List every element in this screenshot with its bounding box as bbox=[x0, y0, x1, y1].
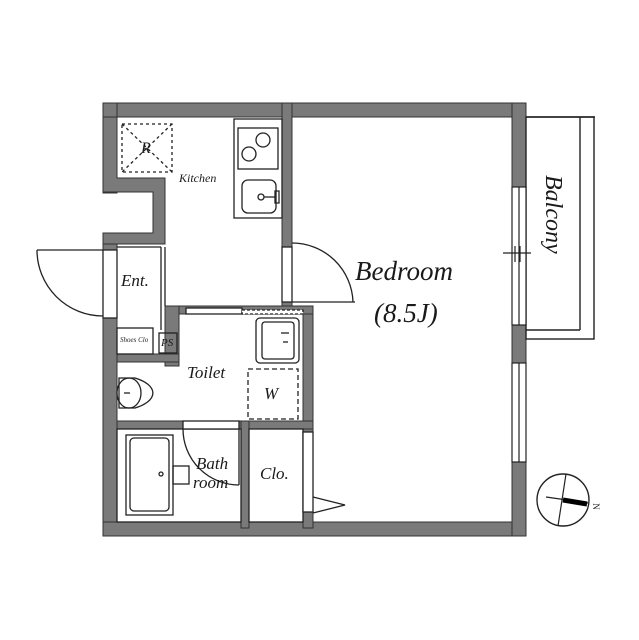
label-entrance: Ent. bbox=[121, 271, 149, 290]
label-toilet: Toilet bbox=[187, 363, 226, 382]
label-bedroom-size: (8.5J) bbox=[374, 298, 438, 328]
bathroom-fixtures bbox=[116, 420, 242, 523]
bedroom-door bbox=[281, 242, 355, 303]
label-kitchen: Kitchen bbox=[179, 171, 217, 185]
label-room: room bbox=[193, 473, 229, 492]
entrance-door bbox=[36, 246, 178, 355]
label-washer: W bbox=[264, 384, 279, 403]
label-bedroom: Bedroom bbox=[355, 256, 453, 286]
label-balcony: Balcony bbox=[540, 175, 566, 254]
balcony-window bbox=[503, 186, 531, 463]
label-closet: Clo. bbox=[260, 464, 289, 483]
refrigerator-space bbox=[121, 123, 173, 173]
toilet-fixtures bbox=[116, 307, 304, 420]
walls bbox=[102, 102, 527, 537]
label-refrigerator: R bbox=[141, 140, 151, 157]
compass-north-label: N bbox=[590, 503, 601, 510]
label-pipe-space: PS bbox=[161, 337, 174, 349]
compass-icon bbox=[536, 473, 590, 527]
kitchen-counter bbox=[233, 118, 283, 219]
closet-outline bbox=[248, 428, 346, 523]
label-bath: Bath bbox=[196, 454, 229, 473]
label-shoes-closet: Shoes Clo bbox=[120, 336, 149, 344]
